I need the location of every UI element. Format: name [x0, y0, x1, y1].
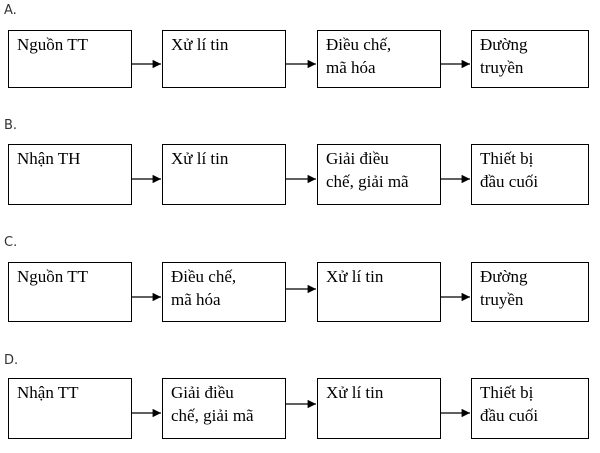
box-text: Thiết bị — [480, 149, 534, 168]
option-d-box-1: Nhận TT — [8, 378, 132, 439]
option-c-box-1: Nguồn TT — [8, 262, 132, 322]
option-c-label: C. — [4, 235, 18, 250]
option-b-box-1: Nhận TH — [8, 144, 132, 205]
option-d-box-3: Xử lí tin — [317, 378, 441, 439]
box-text: Nhận TH — [17, 149, 81, 168]
box-text: Nguồn TT — [17, 35, 88, 54]
option-c-box-3: Xử lí tin — [317, 262, 441, 322]
box-text: mã hóa — [171, 290, 221, 309]
box-text: truyền — [480, 290, 524, 309]
box-text: Xử lí tin — [171, 35, 229, 54]
box-text: đầu cuối — [480, 406, 539, 425]
option-d-box-4: Thiết bị đầu cuối — [471, 378, 589, 439]
box-text: Xử lí tin — [326, 383, 384, 402]
option-a-box-3: Điều chế, mã hóa — [317, 30, 441, 88]
option-b-box-4: Thiết bị đầu cuối — [471, 144, 589, 205]
box-text: Xử lí tin — [326, 267, 384, 286]
box-text: Điều chế, — [171, 267, 237, 286]
box-text: Đường — [480, 267, 528, 286]
box-text: Điều chế, — [326, 35, 392, 54]
box-text: Nhận TT — [17, 383, 79, 402]
option-b-label: B. — [4, 118, 18, 133]
box-text: chế, giải mã — [171, 406, 254, 425]
option-d-box-2: Giải điều chế, giải mã — [162, 378, 286, 439]
option-a-box-4: Đường truyền — [471, 30, 589, 88]
box-text: Thiết bị — [480, 383, 534, 402]
option-b-box-2: Xử lí tin — [162, 144, 286, 205]
box-text: Giải điều — [326, 149, 389, 168]
box-text: đầu cuối — [480, 172, 539, 191]
option-c-box-4: Đường truyền — [471, 262, 589, 322]
option-a-label: A. — [4, 3, 17, 18]
box-text: truyền — [480, 58, 524, 77]
box-text: Giải điều — [171, 383, 234, 402]
box-text: Xử lí tin — [171, 149, 229, 168]
box-text: chế, giải mã — [326, 172, 409, 191]
option-d-label: D. — [4, 353, 19, 368]
option-a-box-1: Nguồn TT — [8, 30, 132, 88]
option-b-box-3: Giải điều chế, giải mã — [317, 144, 441, 205]
option-a-box-2: Xử lí tin — [162, 30, 286, 88]
option-c-box-2: Điều chế, mã hóa — [162, 262, 286, 322]
box-text: Nguồn TT — [17, 267, 88, 286]
box-text: Đường — [480, 35, 528, 54]
box-text: mã hóa — [326, 58, 376, 77]
